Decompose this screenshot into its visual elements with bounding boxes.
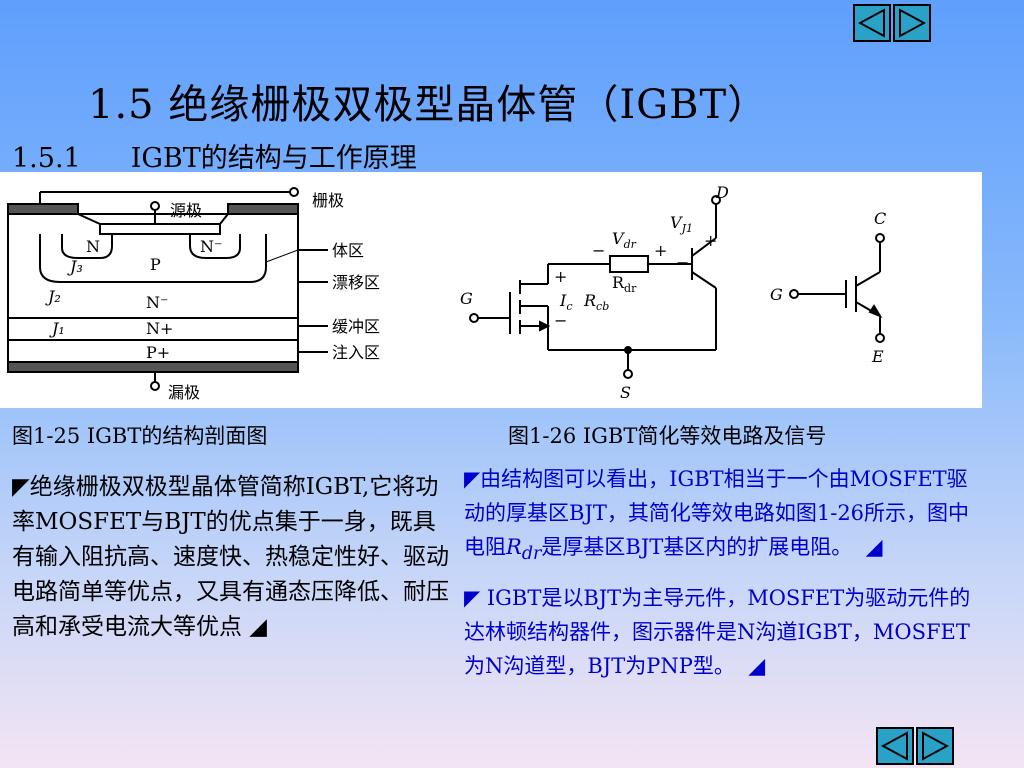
eq-label-s: S xyxy=(620,383,631,402)
label-inject-region: 注入区 xyxy=(332,343,380,362)
eq-label-minus-3: − xyxy=(554,311,567,330)
equivalent-circuit xyxy=(469,195,721,379)
top-nav xyxy=(853,4,931,42)
eq-label-g: G xyxy=(460,289,473,308)
triangle-left-icon xyxy=(881,731,908,761)
left-paragraph: ◤绝缘栅极双极型晶体管简称IGBT,它将功率MOSFET与BJT的优点集于一身，… xyxy=(12,474,449,640)
label-n-plus: N+ xyxy=(146,319,173,338)
right-paragraph-1: ◤由结构图可以看出，IGBT相当于一个由MOSFET驱动的厚基区BJT，其简化等… xyxy=(464,467,970,565)
triangle-right-icon xyxy=(899,8,926,38)
eq-label-vj1: VJ1 xyxy=(670,213,693,235)
slide-subtitle: 1.5.1 IGBT的结构与工作原理 xyxy=(12,136,417,175)
triangle-left-icon xyxy=(858,8,885,38)
prev-slide-button[interactable] xyxy=(876,727,914,765)
sym-label-c: C xyxy=(874,209,886,228)
label-j2: J₂ xyxy=(45,287,61,306)
label-body-region: 体区 xyxy=(332,241,364,260)
sym-label-g: G xyxy=(770,285,783,304)
label-n-minus: N⁻ xyxy=(146,293,168,312)
igbt-diagram: 栅极 源极 漏极 体区 漂移区 缓冲区 注入区 N N⁻ P J₃ J₂ J₁ … xyxy=(7,183,886,402)
eq-label-plus-3: + xyxy=(554,267,567,286)
triangle-right-icon xyxy=(922,731,949,761)
caption-fig-1-25: 图1-25 IGBT的结构剖面图 xyxy=(12,424,268,448)
eq-label-rcb: Rcb xyxy=(583,291,609,313)
right-text: ◤由结构图可以看出，IGBT相当于一个由MOSFET驱动的厚基区BJT，其简化等… xyxy=(464,462,974,694)
next-slide-button[interactable] xyxy=(916,727,954,765)
eq-label-r: Rdr xyxy=(612,273,637,295)
label-n-right: N⁻ xyxy=(200,237,222,256)
bottom-nav xyxy=(876,727,954,765)
next-slide-button[interactable] xyxy=(893,4,931,42)
subtitle-number: 1.5.1 xyxy=(12,143,81,174)
slide-title: 1.5 绝缘栅极双极型晶体管（IGBT） xyxy=(88,82,769,128)
cross-section xyxy=(7,187,328,391)
eq-label-minus-1: − xyxy=(592,241,605,260)
eq-label-plus-1: + xyxy=(654,241,667,260)
label-n-left: N xyxy=(86,237,100,256)
eq-label-minus-2: − xyxy=(676,253,689,272)
end-marker: ◢ xyxy=(865,535,883,560)
label-j3: J₃ xyxy=(67,257,83,276)
prev-slide-button[interactable] xyxy=(853,4,891,42)
eq-label-ic: Ic xyxy=(559,291,573,313)
label-gate: 栅极 xyxy=(312,191,344,210)
label-p-plus: P+ xyxy=(146,343,170,362)
subtitle-text: IGBT的结构与工作原理 xyxy=(130,143,417,174)
eq-label-plus-2: + xyxy=(704,231,717,250)
label-p-region: P xyxy=(150,255,161,274)
end-marker: ◢ xyxy=(748,654,766,680)
figure-panel: 栅极 源极 漏极 体区 漂移区 缓冲区 注入区 N N⁻ P J₃ J₂ J₁ … xyxy=(0,172,982,408)
caption-fig-1-26: 图1-26 IGBT简化等效电路及信号 xyxy=(508,424,827,448)
label-buffer-region: 缓冲区 xyxy=(332,317,380,336)
label-drain: 漏极 xyxy=(168,383,200,402)
igbt-symbol xyxy=(789,233,885,343)
eq-label-vdr: Vdr xyxy=(612,229,637,251)
label-source: 源极 xyxy=(170,201,202,220)
eq-label-d: D xyxy=(715,183,729,202)
label-drift-region: 漂移区 xyxy=(332,273,380,292)
resistor-symbol: Rdr xyxy=(506,535,542,565)
label-j1: J₁ xyxy=(49,319,65,338)
right-paragraph-2: ◤ IGBT是以BJT为主导元件，MOSFET为驱动元件的达林顿结构器件，图示器… xyxy=(464,586,971,680)
sym-label-e: E xyxy=(871,347,884,366)
